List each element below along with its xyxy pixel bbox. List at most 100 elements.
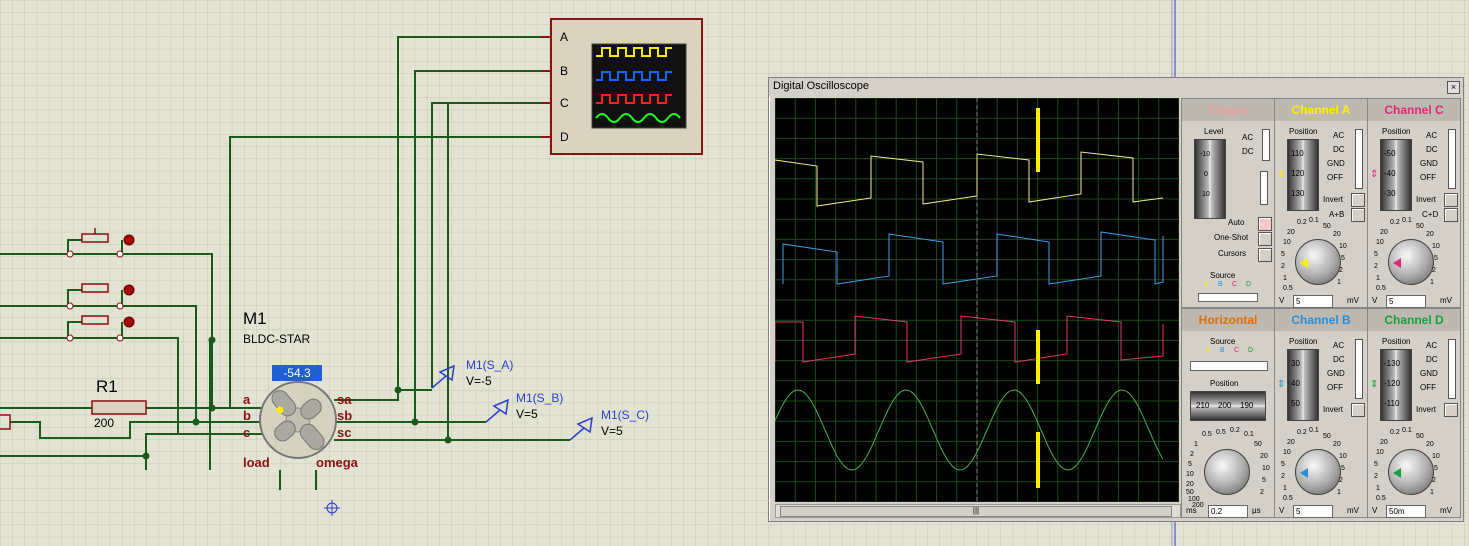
horizontal-source-slider[interactable] bbox=[1190, 361, 1268, 371]
channel-a-dial-label: 50 bbox=[1323, 223, 1331, 230]
scope-traces bbox=[774, 97, 1180, 503]
trigger-level-drum[interactable] bbox=[1194, 139, 1226, 219]
channel-d-dial-label: 5 bbox=[1374, 461, 1378, 468]
channel-b-coupling-slider[interactable] bbox=[1355, 339, 1363, 399]
timebase-knob[interactable] bbox=[1204, 449, 1250, 495]
trigger-source-slider[interactable] bbox=[1198, 293, 1258, 302]
channel-d-unit-right: mV bbox=[1440, 506, 1452, 515]
channel-c-sum-button[interactable] bbox=[1444, 208, 1458, 222]
channel-b-title: Channel B bbox=[1275, 309, 1367, 331]
channel-a-dial-label: 20 bbox=[1287, 229, 1295, 236]
channel-c-knob-marker-icon bbox=[1393, 258, 1401, 268]
resistor-r1[interactable] bbox=[91, 400, 147, 415]
probe-s-c-value: V=5 bbox=[601, 424, 623, 438]
bldc-motor[interactable] bbox=[259, 381, 337, 459]
timebase-unit-right: µs bbox=[1252, 506, 1261, 515]
trigger-source-d: D bbox=[1246, 281, 1252, 288]
motor-speed-readout: -54.3 bbox=[272, 365, 322, 381]
scope-horizontal-scrollbar[interactable]: ||| bbox=[775, 504, 1181, 518]
channel-a-volts-knob[interactable] bbox=[1295, 239, 1341, 285]
motor-pin-sa: sa bbox=[337, 392, 352, 407]
resistor-ref: R1 bbox=[96, 377, 118, 396]
channel-a-coupling-slider[interactable] bbox=[1355, 129, 1363, 189]
probe-s-a[interactable] bbox=[431, 364, 455, 389]
oscilloscope-title-bar[interactable]: Digital Oscilloscope × bbox=[769, 78, 1463, 96]
channel-a-unit-right: mV bbox=[1347, 296, 1359, 305]
hpos-tick-mid: 200 bbox=[1218, 401, 1232, 410]
scope-symbol[interactable] bbox=[541, 18, 703, 155]
horizontal-position-drum[interactable] bbox=[1190, 391, 1266, 421]
trigger-coupling-switch[interactable] bbox=[1262, 129, 1270, 161]
scrollbar-thumb[interactable]: ||| bbox=[780, 506, 1172, 517]
channel-a-position-drum[interactable] bbox=[1287, 139, 1319, 211]
channel-b-dial-label: 0.1 bbox=[1309, 427, 1319, 434]
push-button-3[interactable] bbox=[66, 315, 135, 342]
channel-b-position-label: Position bbox=[1289, 337, 1318, 346]
channel-b-position-arrow-icon: ⇕ bbox=[1277, 379, 1286, 390]
motor-pin-sb: sb bbox=[337, 408, 353, 423]
channel-b-dial-label: 1 bbox=[1337, 489, 1341, 496]
motor-pin-a: a bbox=[243, 392, 251, 407]
channel-b-volts-field[interactable]: 5 bbox=[1293, 505, 1333, 518]
channel-a-dial-label: 10 bbox=[1339, 243, 1347, 250]
channel-d-unit-left: V bbox=[1372, 506, 1378, 515]
channel-b-knob-marker-icon bbox=[1300, 468, 1308, 478]
scope-screen[interactable] bbox=[774, 97, 1180, 503]
channel-d-dial-label: 2 bbox=[1432, 477, 1436, 484]
channel-c-unit-right: mV bbox=[1440, 296, 1452, 305]
channel-c-volts-field[interactable]: 5 bbox=[1386, 295, 1426, 308]
horizontal-source-a: A bbox=[1206, 347, 1211, 354]
tb-dial-3: 0.1 bbox=[1244, 431, 1254, 438]
trigger-cursors-button[interactable] bbox=[1258, 248, 1272, 262]
channel-a-volts-field[interactable]: 5 bbox=[1293, 295, 1333, 308]
trigger-source-b: B bbox=[1218, 281, 1223, 288]
channel-d-volts-knob[interactable] bbox=[1388, 449, 1434, 495]
channel-a-knob-marker-icon bbox=[1300, 258, 1308, 268]
channel-c-unit-left: V bbox=[1372, 296, 1378, 305]
oscilloscope-title: Digital Oscilloscope bbox=[773, 80, 869, 92]
channel-d-invert-button[interactable] bbox=[1444, 403, 1458, 417]
channel-c-mode-3: OFF bbox=[1420, 173, 1436, 182]
probe-s-b[interactable] bbox=[485, 398, 509, 423]
channel-c-mode-0: AC bbox=[1426, 131, 1438, 140]
channel-b-mode-1: DC bbox=[1333, 355, 1345, 364]
channel-b-volts-knob[interactable] bbox=[1295, 449, 1341, 495]
channel-a-mode-1: DC bbox=[1333, 145, 1345, 154]
channel-c-dial-label: 10 bbox=[1432, 243, 1440, 250]
channel-a-dial-label: 1 bbox=[1337, 279, 1341, 286]
channel-c-volts-knob[interactable] bbox=[1388, 239, 1434, 285]
channel-d-tick-bottom: -110 bbox=[1384, 399, 1400, 408]
channel-a-sum-button[interactable] bbox=[1351, 208, 1365, 222]
channel-d-volts-field[interactable]: 50m bbox=[1386, 505, 1426, 518]
channel-b-invert-button[interactable] bbox=[1351, 403, 1365, 417]
close-icon[interactable]: × bbox=[1447, 81, 1460, 94]
trigger-oneshot-label: One-Shot bbox=[1214, 233, 1249, 242]
trigger-auto-button[interactable] bbox=[1258, 217, 1272, 231]
horizontal-panel: Horizontal Source A B C D Position 210 2… bbox=[1181, 308, 1275, 518]
probe-s-c[interactable] bbox=[569, 416, 593, 441]
tb-dial-15: 20 bbox=[1186, 481, 1194, 488]
origin-marker bbox=[324, 500, 340, 516]
channel-d-dial-label: 0.2 bbox=[1390, 429, 1400, 436]
channel-c-dial-label: 1 bbox=[1430, 279, 1434, 286]
channel-d-coupling-slider[interactable] bbox=[1448, 339, 1456, 399]
trigger-edge-switch[interactable] bbox=[1260, 171, 1268, 205]
channel-b-position-drum[interactable] bbox=[1287, 349, 1319, 421]
channel-c-coupling-slider[interactable] bbox=[1448, 129, 1456, 189]
channel-c-dial-label: 5 bbox=[1434, 255, 1438, 262]
oscilloscope-window[interactable]: Digital Oscilloscope × ||| Trigger Level… bbox=[768, 77, 1464, 522]
push-button-1[interactable] bbox=[66, 228, 135, 258]
timebase-value-field[interactable]: 0.2 bbox=[1208, 505, 1248, 518]
trigger-oneshot-button[interactable] bbox=[1258, 232, 1272, 246]
channel-d-mode-2: GND bbox=[1420, 369, 1438, 378]
push-button-2[interactable] bbox=[66, 283, 135, 310]
scope-pin-c: C bbox=[560, 96, 569, 110]
tb-dial-12: 2 bbox=[1190, 451, 1194, 458]
channel-d-position-drum[interactable] bbox=[1380, 349, 1412, 421]
channel-c-invert-button[interactable] bbox=[1444, 193, 1458, 207]
channel-a-invert-button[interactable] bbox=[1351, 193, 1365, 207]
channel-c-position-drum[interactable] bbox=[1380, 139, 1412, 211]
